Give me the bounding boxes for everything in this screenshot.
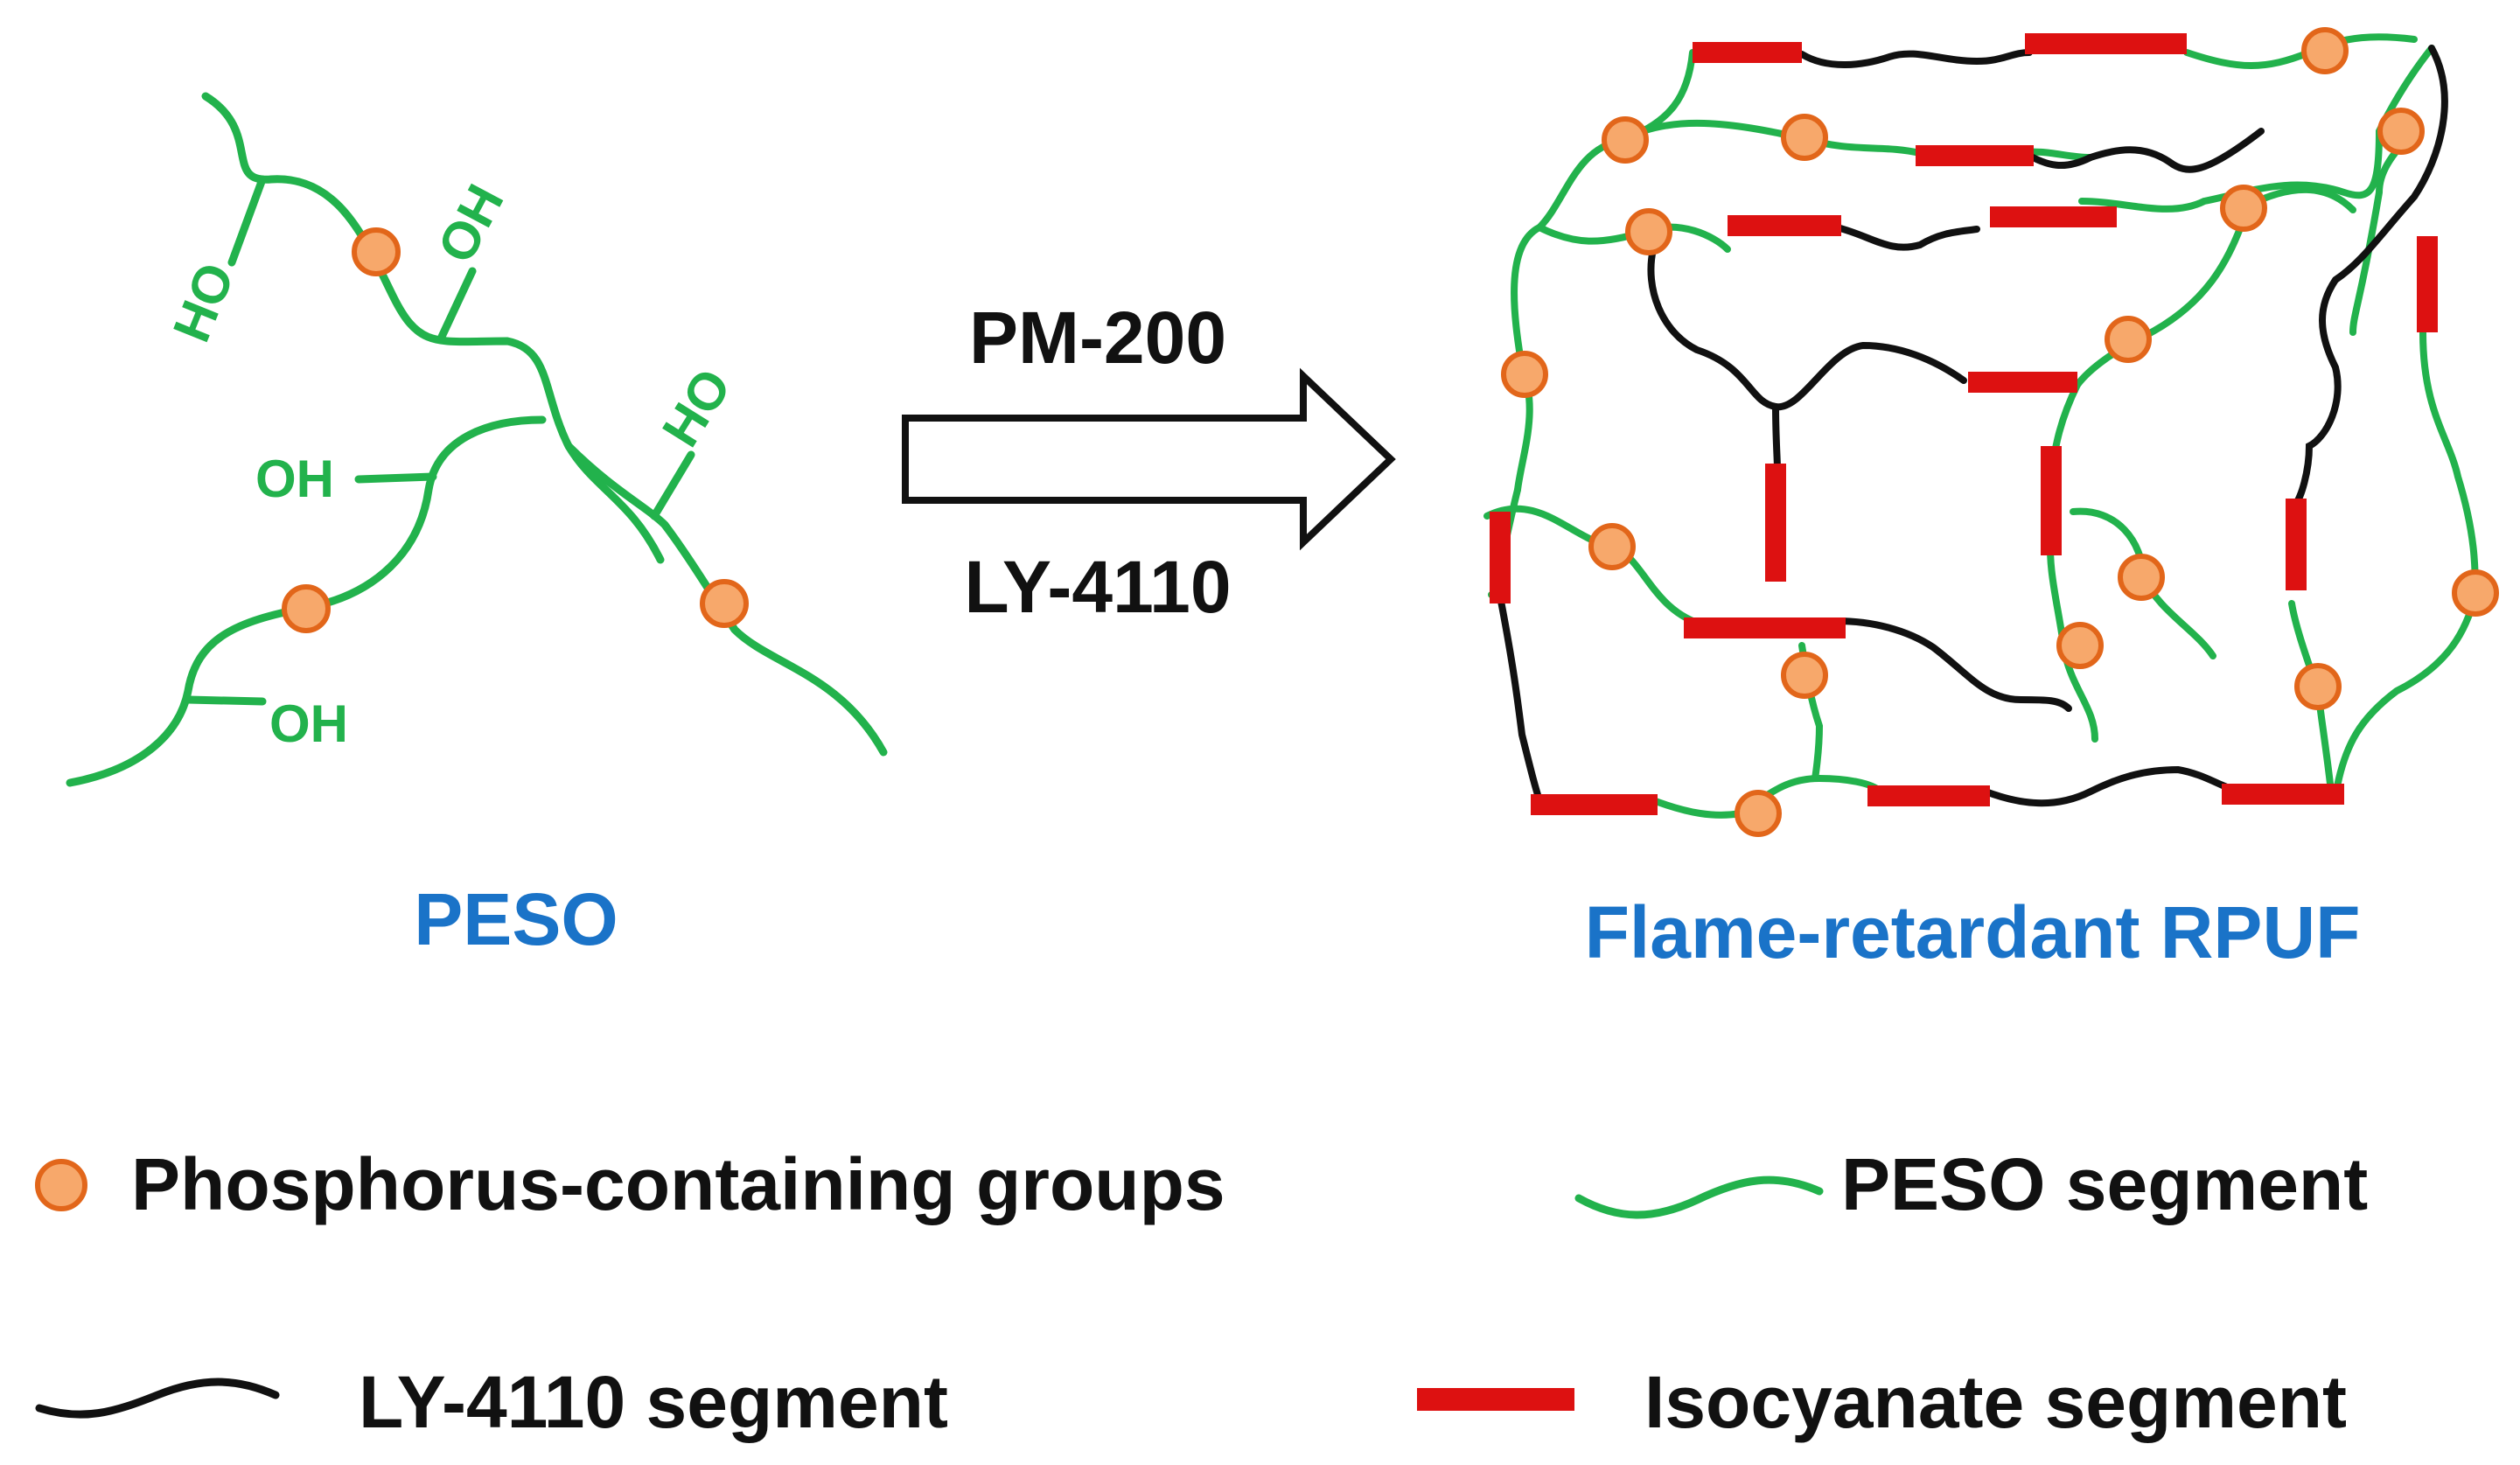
legend-item-isocyanate-segment: Isocyanate segment xyxy=(1417,1361,2347,1443)
ly4110-segment xyxy=(2293,45,2448,506)
legend-item-phosphorus: Phosphorus-containing groups xyxy=(35,1143,1225,1225)
phosphorus-group xyxy=(1602,116,1649,164)
phosphorus-group xyxy=(1501,351,1548,398)
oh-stub-4 xyxy=(650,450,695,520)
phosphorus-group xyxy=(2452,569,2499,617)
reaction-arrow xyxy=(902,367,1396,551)
arrow-bottom-label: LY-4110 xyxy=(964,546,1231,628)
legend-phosphorus-marker xyxy=(35,1159,87,1211)
legend-ly4110-label: LY-4110 segment xyxy=(359,1361,948,1443)
phosphorus-group xyxy=(1781,114,1828,161)
phosphorus-group xyxy=(2301,27,2349,74)
legend-peso-label: PESO segment xyxy=(1841,1143,2368,1225)
oh-stub-5 xyxy=(184,695,267,706)
phosphorus-group xyxy=(2118,554,2165,601)
peso-segment xyxy=(1483,505,1709,629)
peso-segment xyxy=(2078,45,2435,213)
ly4110-segment xyxy=(1833,617,2072,712)
phosphorus-group xyxy=(2056,622,2104,669)
oh-label-5: OH xyxy=(269,694,348,753)
phosphorus-group xyxy=(352,227,401,276)
legend-isocyanate-label: Isocyanate segment xyxy=(1644,1361,2347,1443)
oh-label-1: HO xyxy=(162,255,246,350)
phosphorus-group xyxy=(1735,790,1782,837)
legend: Phosphorus-containing groups PESO segmen… xyxy=(35,1143,2368,1443)
phosphorus-group xyxy=(282,584,331,633)
oh-stub-3 xyxy=(354,472,437,484)
ly4110-segment xyxy=(1647,246,1967,411)
peso-segment xyxy=(2074,202,2251,388)
peso-title: PESO xyxy=(414,878,618,960)
phosphorus-group xyxy=(1625,208,1672,255)
legend-phosphorus-label: Phosphorus-containing groups xyxy=(131,1143,1225,1225)
phosphorus-group xyxy=(700,579,749,628)
ly4110-segment xyxy=(1798,49,2033,68)
ly4110-segment xyxy=(2021,128,2265,173)
legend-item-peso-segment: PESO segment xyxy=(1574,1143,2368,1225)
oh-stub-2 xyxy=(437,267,477,341)
peso-segment xyxy=(1619,119,1923,157)
peso-segment xyxy=(1511,49,1696,493)
phosphorus-group xyxy=(2220,185,2267,232)
network-phosphorus-groups xyxy=(1501,27,2499,837)
ly4110-segment xyxy=(1833,224,1980,251)
rpuf-network xyxy=(1483,27,2499,837)
peso-segment xyxy=(2183,33,2418,69)
oh-label-2: OH xyxy=(426,175,514,272)
legend-ly4110-line xyxy=(35,1378,280,1419)
rpuf-title: Flame-retardant RPUF xyxy=(1585,891,2361,973)
phosphorus-group xyxy=(1781,652,1828,699)
ly4110-segment xyxy=(1497,593,1543,804)
ly4110-segment xyxy=(1982,765,2243,807)
phosphorus-group xyxy=(2377,108,2425,155)
phosphorus-group xyxy=(1588,523,1636,570)
peso-segment xyxy=(2332,329,2480,799)
oh-stub-1 xyxy=(227,175,267,267)
peso-segment xyxy=(2349,126,2419,336)
arrow-shape xyxy=(902,367,1396,551)
phosphorus-group xyxy=(2294,663,2342,710)
network-ly4110-segments xyxy=(1497,45,2448,807)
oh-label-3: OH xyxy=(255,450,334,508)
legend-item-ly4110-segment: LY-4110 segment xyxy=(35,1361,948,1443)
network-isocyanate-segments xyxy=(1490,33,2438,815)
legend-peso-line xyxy=(1574,1175,1824,1219)
arrow-top-label: PM-200 xyxy=(969,296,1226,379)
peso-phosphorus-groups xyxy=(282,227,749,633)
phosphorus-group xyxy=(2105,316,2152,363)
oh-label-4: HO xyxy=(651,359,743,457)
